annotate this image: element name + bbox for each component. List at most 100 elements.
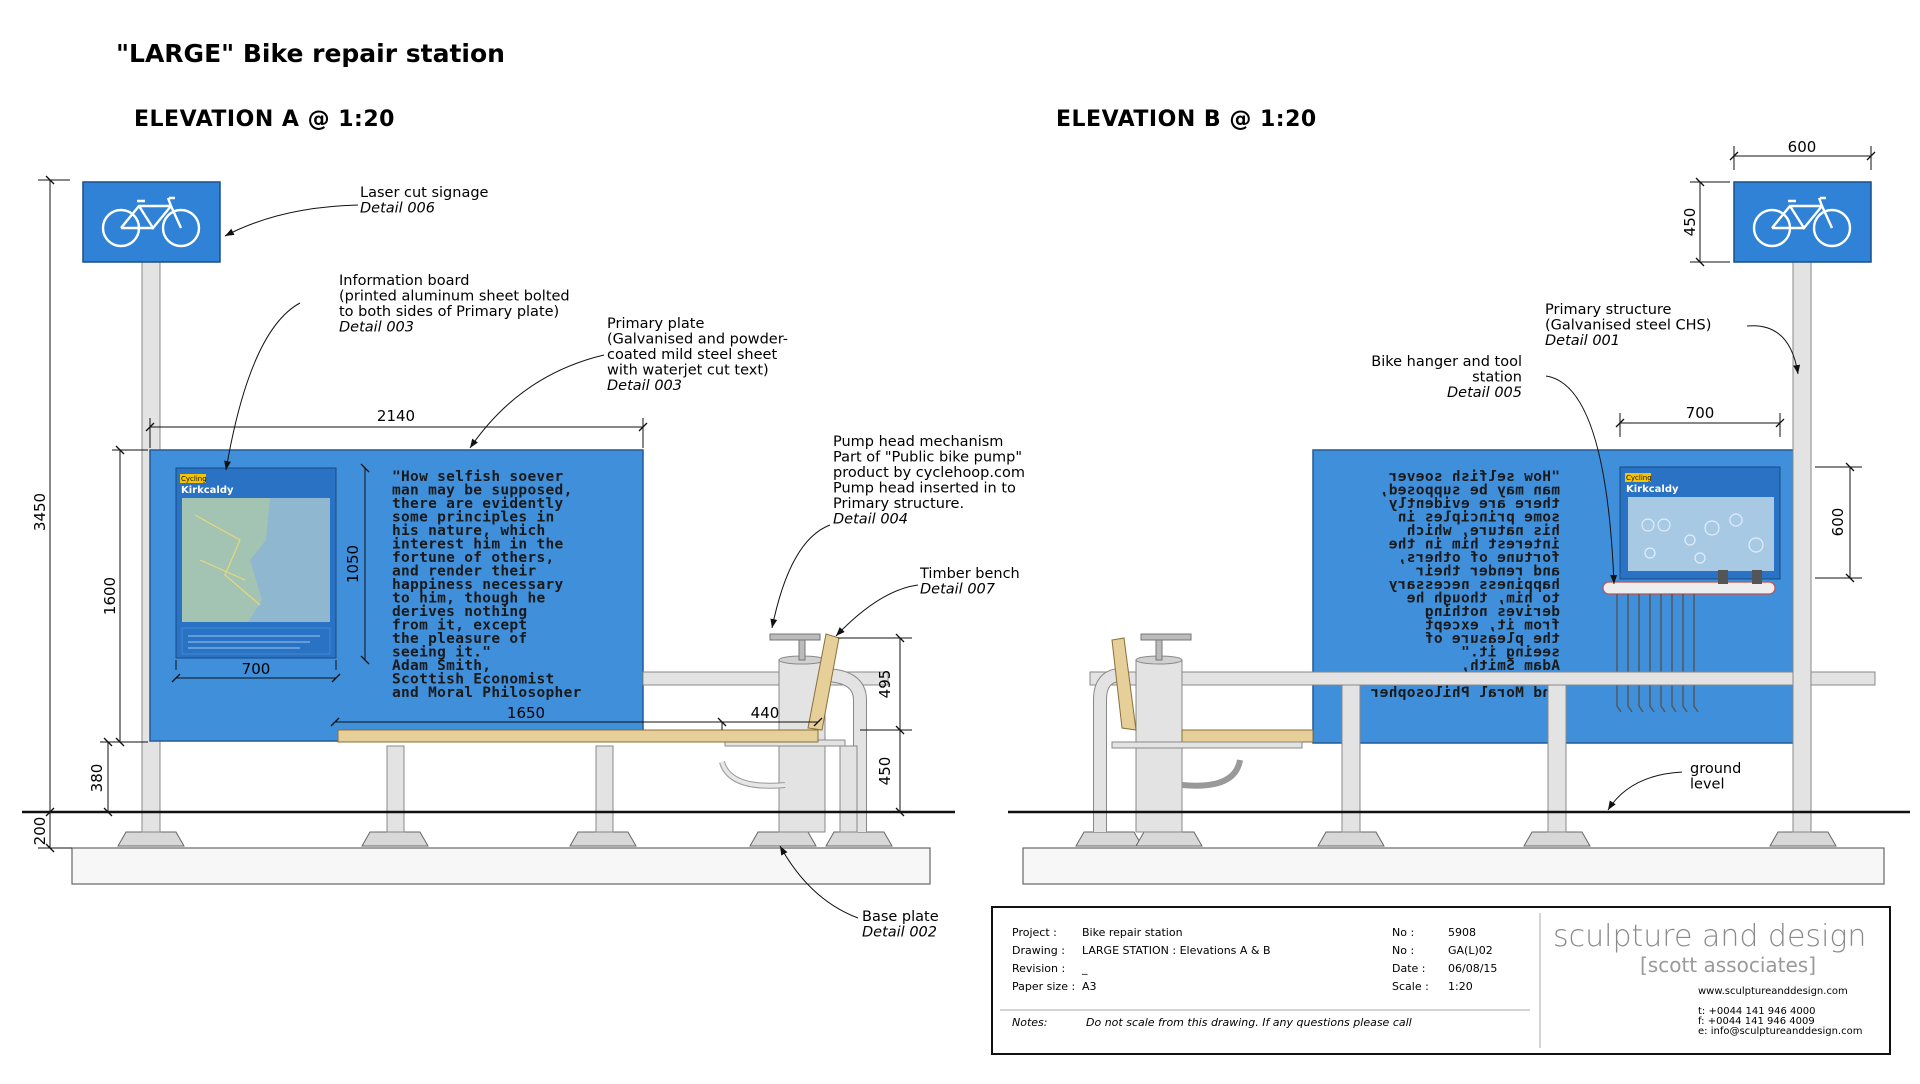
cut-text-line: the pleasure of xyxy=(392,631,527,647)
dim-plinth: 200 xyxy=(31,817,49,846)
cut-text-line: happiness necessary xyxy=(392,577,564,593)
callout-line: product by cyclehoop.com xyxy=(833,465,1025,481)
pump-and-bench-b xyxy=(1089,633,1876,833)
cut-text-line: his nature, which xyxy=(392,523,546,539)
cut-text-line: Adam Smith, xyxy=(392,658,491,674)
callout-line: (Galvanised steel CHS) xyxy=(1545,318,1711,334)
callout-line: Pump head inserted in to xyxy=(833,481,1016,497)
tb-label: Revision : xyxy=(1012,962,1065,975)
dim-hanger-width: 700 xyxy=(1686,404,1715,422)
information-board-a: Cycling Kirkcaldy xyxy=(175,467,337,659)
tb-value: Bike repair station xyxy=(1082,926,1183,939)
company-email: e: info@sculptureanddesign.com xyxy=(1698,1026,1862,1037)
callout-detail: Detail 005 xyxy=(1447,385,1522,401)
callout-line: Information board xyxy=(339,273,469,289)
cut-text-line: to him, though he xyxy=(392,591,546,607)
dim-board-height: 1600 xyxy=(101,577,119,615)
tb-label: Paper size : xyxy=(1012,980,1075,993)
company-subname: [scott associates] xyxy=(1640,953,1816,977)
dimension-labels-b: 600 450 700 600 xyxy=(1681,138,1847,536)
cut-text-line: some principles in xyxy=(392,510,555,526)
cut-text-line-mirrored: there are evidently xyxy=(1388,496,1560,512)
elevation-b-heading: ELEVATION B @ 1:20 xyxy=(1056,107,1317,132)
tb-label: Drawing : xyxy=(1012,944,1065,957)
cut-text-line-mirrored: and render their xyxy=(1416,564,1560,580)
callout-line: Primary structure xyxy=(1545,302,1672,318)
callout-line: (printed aluminum sheet bolted xyxy=(339,289,570,305)
tb-value: 06/08/15 xyxy=(1448,962,1497,975)
tool-hook xyxy=(1649,594,1655,713)
tb-label: No : xyxy=(1392,926,1414,939)
callout-info-board: Information board(printed aluminum sheet… xyxy=(339,273,570,336)
tb-value: 1:20 xyxy=(1448,980,1473,993)
tb-value: _ xyxy=(1081,962,1088,975)
cut-text-line: Scottish Economist xyxy=(392,672,555,688)
callout-line: station xyxy=(1472,370,1522,386)
callout-line: Part of "Public bike pump" xyxy=(833,450,1022,466)
bicycle-icon xyxy=(1752,196,1852,248)
tool-hook xyxy=(1682,594,1688,713)
primary-post-b xyxy=(1792,261,1812,833)
dim-text-height: 1050 xyxy=(344,545,362,583)
tool-hook xyxy=(1671,594,1677,713)
tool-hook xyxy=(1616,594,1622,713)
dim-bench-seat: 450 xyxy=(876,757,894,786)
board-tag-b: Cycling xyxy=(1626,474,1652,482)
callout-line: Primary plate xyxy=(607,316,704,332)
callout-detail: Detail 007 xyxy=(920,582,996,598)
callout-detail: Detail 003 xyxy=(339,320,414,336)
concrete-plinth-b xyxy=(1022,847,1885,885)
tool-hook xyxy=(1693,594,1699,713)
cut-text-line-mirrored: seeing it." xyxy=(1461,645,1560,661)
callout-detail: Detail 003 xyxy=(607,378,682,394)
board-place-a: Kirkcaldy xyxy=(181,485,234,496)
company-website: www.sculptureanddesign.com xyxy=(1698,986,1848,997)
dimension-labels-a: 3450 1600 380 200 2140 700 1050 1650 440… xyxy=(31,407,894,845)
cut-text-line-mirrored: interest him in the xyxy=(1388,537,1560,553)
tb-label: Project : xyxy=(1012,926,1057,939)
tb-label: Date : xyxy=(1392,962,1426,975)
cut-text-line: from it, except xyxy=(392,618,527,634)
callout-detail: Detail 001 xyxy=(1545,333,1620,349)
annotations-b: Primary structure(Galvanised steel CHS)D… xyxy=(1371,302,1801,811)
hanger-board-b: Cycling Kirkcaldy xyxy=(1619,466,1781,580)
callout-primary-plate: Primary plate(Galvanised and powder-coat… xyxy=(607,316,788,394)
callout-line: level xyxy=(1690,777,1724,793)
notes-label: Notes: xyxy=(1012,1016,1047,1029)
company-name: sculpture and design xyxy=(1553,919,1866,954)
cut-text-line-mirrored: the pleasure of xyxy=(1425,631,1560,647)
notes-text: Do not scale from this drawing. If any q… xyxy=(1086,1016,1412,1029)
tool-hook xyxy=(1660,594,1666,713)
base-plates-b xyxy=(1075,831,1837,847)
bench-legs-a xyxy=(386,745,858,833)
cut-text-line-mirrored: to him, though he xyxy=(1406,591,1560,607)
dim-hanger-height: 600 xyxy=(1829,508,1847,537)
tb-value: LARGE STATION : Elevations A & B xyxy=(1082,944,1271,957)
dim-board-width: 2140 xyxy=(377,407,415,425)
tool-hook xyxy=(1638,594,1644,713)
callout-detail: Detail 006 xyxy=(360,201,435,217)
cut-text-line-mirrored: his nature, which xyxy=(1406,523,1560,539)
dim-total-height: 3450 xyxy=(31,493,49,531)
callout-primary-structure: Primary structure(Galvanised steel CHS)D… xyxy=(1545,302,1711,349)
dim-bench-length: 1650 xyxy=(507,704,545,722)
concrete-plinth-a xyxy=(71,847,931,885)
cut-text-line: there are evidently xyxy=(392,496,564,512)
tool-hook xyxy=(1627,594,1633,713)
bicycle-icon xyxy=(101,196,201,248)
board-tag-a: Cycling xyxy=(181,475,207,483)
dimensions-a xyxy=(38,175,912,853)
cut-text-line: interest him in the xyxy=(392,537,564,553)
callout-detail: Detail 004 xyxy=(833,512,908,528)
dim-bench-back: 495 xyxy=(876,670,894,699)
